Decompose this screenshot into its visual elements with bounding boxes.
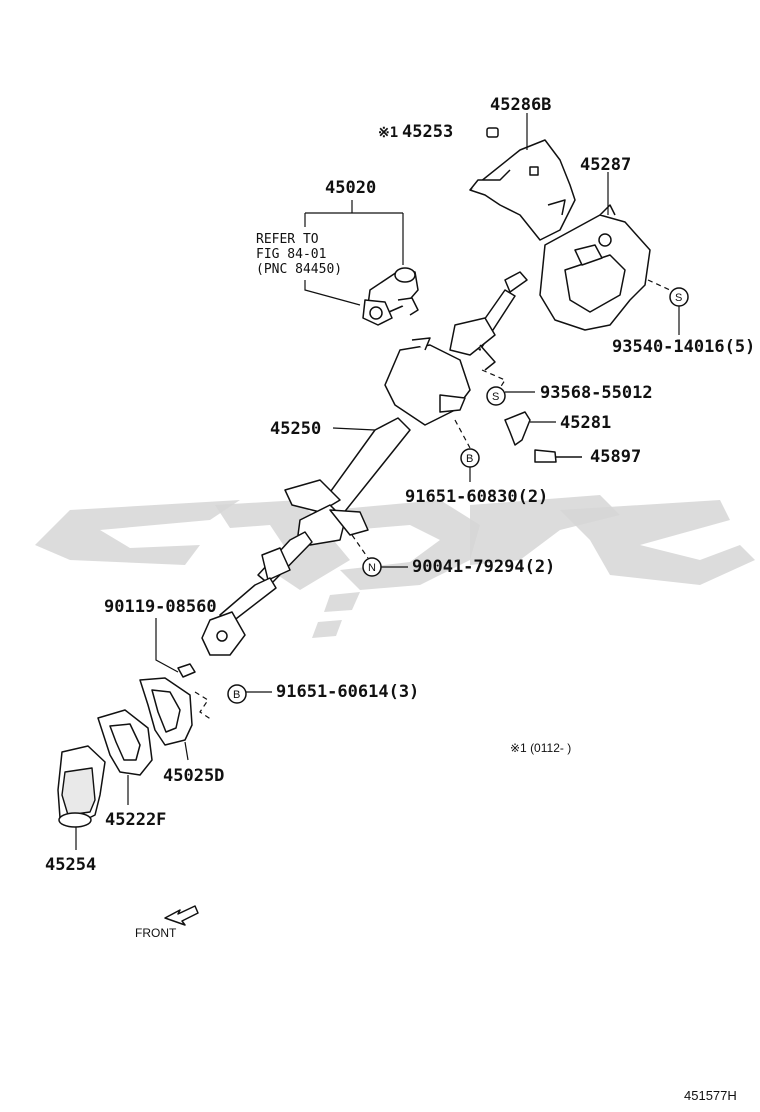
figure-id: 451577H	[684, 1088, 737, 1103]
part-label-45897: 45897	[590, 447, 641, 467]
reference-line-2: FIG 84-01	[256, 247, 326, 262]
symbol-b-2: B	[233, 689, 240, 701]
front-arrow-icon	[164, 905, 199, 926]
part-label-45222F: 45222F	[105, 810, 166, 830]
bolt-symbol-b-2	[227, 684, 247, 704]
seal-45222F	[97, 709, 153, 776]
front-label: FRONT	[135, 926, 177, 940]
boot-45254	[57, 745, 106, 828]
part-label-45253: 45253	[402, 122, 453, 142]
upper-column-cover	[469, 139, 576, 241]
lower-column-cover	[539, 204, 651, 331]
symbol-b-1: B	[466, 453, 473, 465]
part-label-45286B: 45286B	[490, 95, 551, 115]
part-label-45020: 45020	[325, 178, 376, 198]
key-cylinder-assembly	[362, 267, 419, 326]
part-label-45254: 45254	[45, 855, 96, 875]
part-label-93540-14016: 93540-14016(5)	[612, 337, 755, 357]
steering-column-assembly	[201, 271, 582, 656]
part-label-91651-60830: 91651-60830(2)	[405, 487, 548, 507]
part-label-45025D: 45025D	[163, 766, 224, 786]
hole-cover-45025D	[139, 677, 193, 746]
part-label-91651-60614: 91651-60614(3)	[276, 682, 419, 702]
bolt-90119	[177, 663, 196, 678]
reference-line-1: REFER TO	[256, 232, 319, 247]
part-label-45253-mark: ※1	[378, 125, 398, 141]
reference-line-3: (PNC 84450)	[256, 262, 342, 277]
clip-45253	[486, 127, 499, 138]
part-label-90119-08560: 90119-08560	[104, 597, 217, 617]
symbol-s-2: S	[492, 391, 499, 403]
symbol-n-1: N	[368, 562, 376, 574]
date-note: ※1 (0112- )	[510, 741, 571, 755]
symbol-s-1: S	[675, 292, 682, 304]
part-label-93568-55012: 93568-55012	[540, 383, 653, 403]
part-label-45287: 45287	[580, 155, 631, 175]
screw-symbol-s-2	[486, 386, 506, 406]
part-label-45250: 45250	[270, 419, 321, 439]
part-label-45281: 45281	[560, 413, 611, 433]
part-label-90041-79294: 90041-79294(2)	[412, 557, 555, 577]
